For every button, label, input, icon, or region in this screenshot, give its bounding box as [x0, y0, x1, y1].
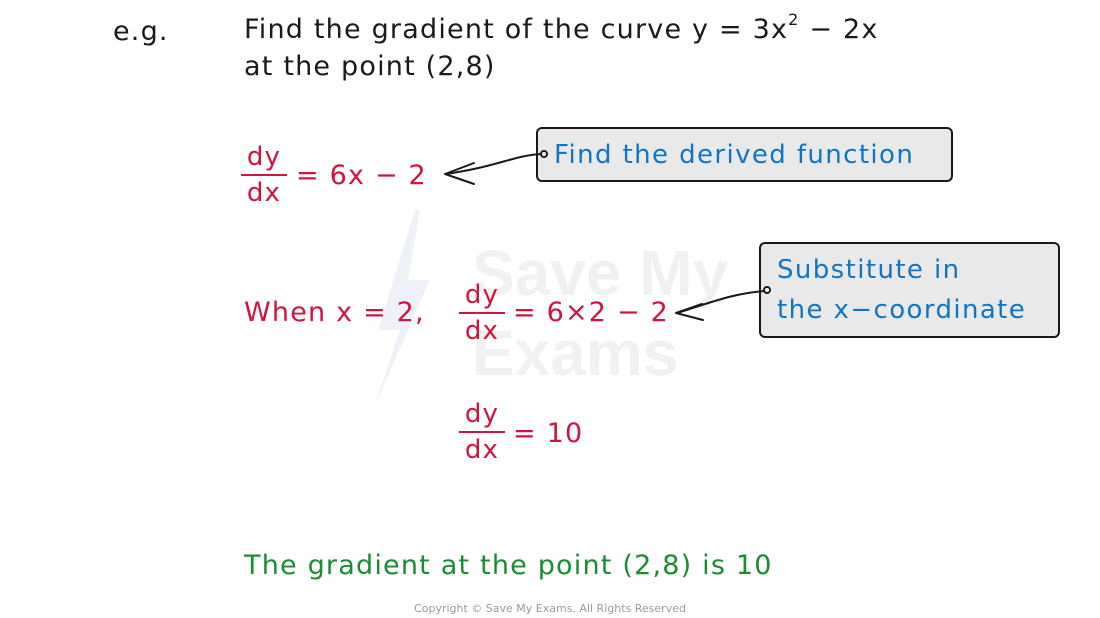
arrow-substitute-head: [675, 303, 704, 321]
question-line-1-prefix: Find the gradient of the curve y = 3x: [244, 14, 789, 45]
question-line-1-suffix: − 2x: [799, 14, 879, 45]
savemyexams-watermark: Save My Exams: [375, 210, 729, 405]
substitution-fraction: dy dx: [459, 278, 505, 348]
result-rhs: = 10: [513, 418, 584, 449]
result-numerator: dy: [464, 399, 500, 429]
callout-derived-function: Find the derived function: [536, 127, 953, 182]
derivative-fraction: dy dx: [241, 140, 287, 210]
result-denominator: dx: [459, 431, 505, 467]
callout-derived-function-text: Find the derived function: [554, 140, 915, 170]
example-label: e.g.: [113, 16, 169, 47]
arrow-derived-function-dot: [540, 150, 548, 158]
substitution-rhs: = 6×2 − 2: [513, 297, 669, 328]
substitution-denominator: dx: [459, 312, 505, 348]
watermark-bolt-icon: [375, 210, 430, 405]
arrow-derived-function: [445, 153, 543, 175]
callout-substitute-line-2: the x−coordinate: [777, 295, 1027, 325]
derivative-numerator: dy: [246, 142, 282, 172]
question-exponent: 2: [788, 10, 800, 29]
question-line-2: at the point (2,8): [244, 51, 496, 82]
arrow-substitute-dot: [763, 286, 771, 294]
arrow-substitute: [676, 290, 766, 314]
derivative-denominator: dx: [241, 174, 287, 210]
watermark-line-1: Save My: [472, 237, 729, 309]
substitution-numerator: dy: [464, 280, 500, 310]
callout-substitute: Substitute in the x−coordinate: [759, 242, 1060, 338]
conclusion: The gradient at the point (2,8) is 10: [244, 550, 773, 581]
question-line-1: Find the gradient of the curve y = 3x2 −…: [244, 10, 879, 45]
derivative-rhs: = 6x − 2: [296, 160, 427, 191]
arrow-derived-function-head: [444, 162, 475, 185]
result-fraction: dy dx: [459, 397, 505, 467]
copyright-notice: Copyright © Save My Exams. All Rights Re…: [414, 602, 686, 615]
substitution-prefix: When x = 2,: [244, 297, 425, 328]
callout-substitute-line-1: Substitute in: [777, 255, 961, 285]
watermark-line-2: Exams: [472, 317, 678, 389]
